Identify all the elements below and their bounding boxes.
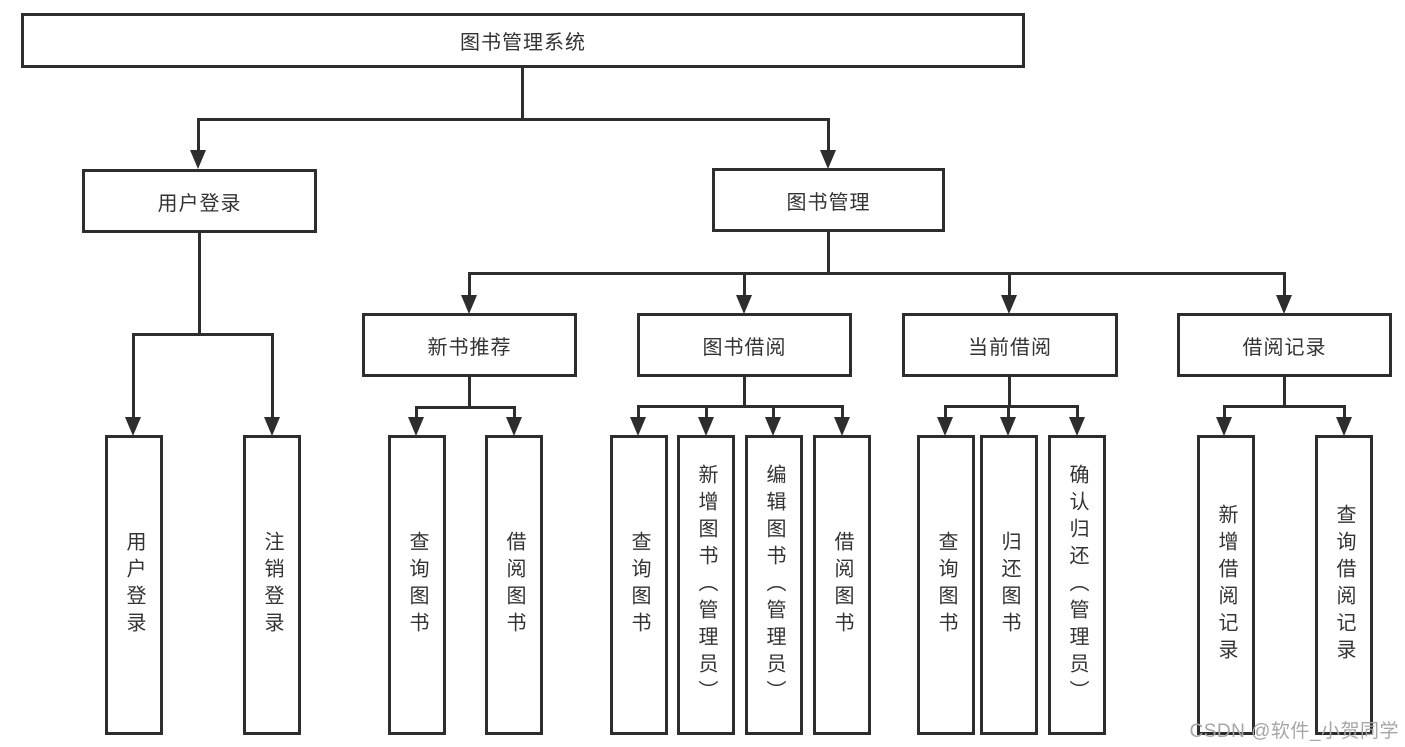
connector-arrow-down	[1069, 417, 1085, 436]
connector-line	[513, 406, 516, 420]
connector-line	[468, 377, 471, 409]
connector-line	[1223, 405, 1226, 420]
connector-arrow-down	[190, 150, 206, 169]
leaf-borrow-books-recommend: 借阅图书	[485, 435, 543, 735]
leaf-query-books-recommend-label: 查询图书	[406, 531, 428, 639]
connector-arrow-down	[1216, 417, 1232, 436]
csdn-watermark: CSDN @软件_小贺同学	[1189, 721, 1399, 742]
connector-line	[521, 68, 524, 118]
node-root: 图书管理系统	[21, 13, 1025, 68]
connector-arrow-down	[1001, 295, 1017, 314]
connector-arrow-down	[698, 417, 714, 436]
connector-line	[468, 272, 471, 300]
connector-arrow-down	[820, 150, 836, 169]
connector-arrow-down	[1336, 417, 1352, 436]
connector-arrow-down	[461, 295, 477, 314]
leaf-confirm-return-admin-label: 确认归还（管理员）	[1066, 463, 1088, 707]
connector-line	[1283, 377, 1286, 408]
leaf-add-borrow-record-label: 新增借阅记录	[1215, 504, 1237, 666]
connector-line	[637, 405, 640, 420]
node-borrowing-records-label: 借阅记录	[1242, 336, 1327, 359]
connector-line	[468, 272, 1286, 275]
connector-line	[1076, 405, 1079, 420]
leaf-query-books-current: 查询图书	[917, 435, 975, 735]
connector-line	[271, 333, 274, 419]
leaf-edit-books-admin-label: 编辑图书（管理员）	[763, 463, 785, 707]
node-new-book-recommendation: 新书推荐	[362, 313, 577, 377]
node-book-borrowing-label: 图书借阅	[702, 336, 787, 359]
leaf-add-books-admin-label: 新增图书（管理员）	[695, 463, 717, 707]
leaf-query-books-borrow: 查询图书	[610, 435, 668, 735]
connector-line	[772, 405, 775, 420]
connector-arrow-down	[736, 295, 752, 314]
connector-line	[415, 406, 418, 420]
connector-line	[944, 405, 947, 420]
connector-line	[743, 377, 746, 408]
connector-arrow-down	[834, 417, 850, 436]
node-book-management-label: 图书管理	[786, 191, 871, 214]
connector-arrow-down	[1276, 295, 1292, 314]
connector-line	[705, 405, 708, 420]
connector-arrow-down	[937, 417, 953, 436]
connector-line	[1283, 272, 1286, 300]
connector-arrow-down	[125, 417, 141, 436]
node-current-borrowing-label: 当前借阅	[968, 336, 1052, 359]
connector-line	[1008, 272, 1011, 300]
leaf-add-borrow-record: 新增借阅记录	[1197, 435, 1255, 735]
node-user-login-label: 用户登录	[157, 192, 242, 215]
leaf-query-books-current-label: 查询图书	[935, 531, 957, 639]
leaf-logout: 注销登录	[243, 435, 301, 735]
connector-line	[198, 233, 201, 336]
leaf-logout-label: 注销登录	[261, 531, 283, 639]
connector-arrow-down	[408, 417, 424, 436]
node-root-label: 图书管理系统	[460, 32, 586, 54]
connector-arrow-down	[506, 417, 522, 436]
connector-line	[197, 118, 200, 154]
leaf-query-borrow-record: 查询借阅记录	[1315, 435, 1373, 735]
connector-line	[1007, 405, 1010, 420]
leaf-return-books: 归还图书	[980, 435, 1038, 735]
leaf-query-books-borrow-label: 查询图书	[628, 531, 650, 639]
leaf-borrow-books-label: 借阅图书	[831, 531, 853, 639]
node-book-management: 图书管理	[712, 168, 945, 232]
connector-arrow-down	[1000, 417, 1016, 436]
leaf-user-login-label: 用户登录	[123, 531, 145, 639]
node-book-borrowing: 图书借阅	[637, 313, 852, 377]
connector-line	[827, 118, 830, 154]
connector-arrow-down	[765, 417, 781, 436]
node-current-borrowing: 当前借阅	[902, 313, 1118, 377]
connector-line	[1343, 405, 1346, 420]
connector-line	[132, 333, 135, 419]
connector-line	[1008, 377, 1011, 408]
leaf-borrow-books: 借阅图书	[813, 435, 871, 735]
node-borrowing-records: 借阅记录	[1177, 313, 1392, 377]
connector-line	[944, 405, 1079, 408]
leaf-query-borrow-record-label: 查询借阅记录	[1333, 504, 1355, 666]
node-user-login: 用户登录	[82, 169, 317, 233]
connector-line	[197, 118, 830, 121]
connector-arrow-down	[264, 417, 280, 436]
connector-arrow-down	[630, 417, 646, 436]
connector-line	[1223, 405, 1346, 408]
leaf-edit-books-admin: 编辑图书（管理员）	[745, 435, 803, 735]
connector-line	[132, 333, 274, 336]
connector-line	[827, 232, 830, 275]
leaf-return-books-label: 归还图书	[998, 531, 1020, 639]
leaf-borrow-books-recommend-label: 借阅图书	[503, 531, 525, 639]
connector-line	[743, 272, 746, 300]
leaf-user-login: 用户登录	[105, 435, 163, 735]
connector-line	[415, 406, 516, 409]
leaf-query-books-recommend: 查询图书	[388, 435, 446, 735]
connector-line	[841, 405, 844, 420]
leaf-add-books-admin: 新增图书（管理员）	[677, 435, 735, 735]
leaf-confirm-return-admin: 确认归还（管理员）	[1048, 435, 1106, 735]
node-new-book-recommendation-label: 新书推荐	[427, 336, 512, 359]
connector-line	[637, 405, 844, 408]
